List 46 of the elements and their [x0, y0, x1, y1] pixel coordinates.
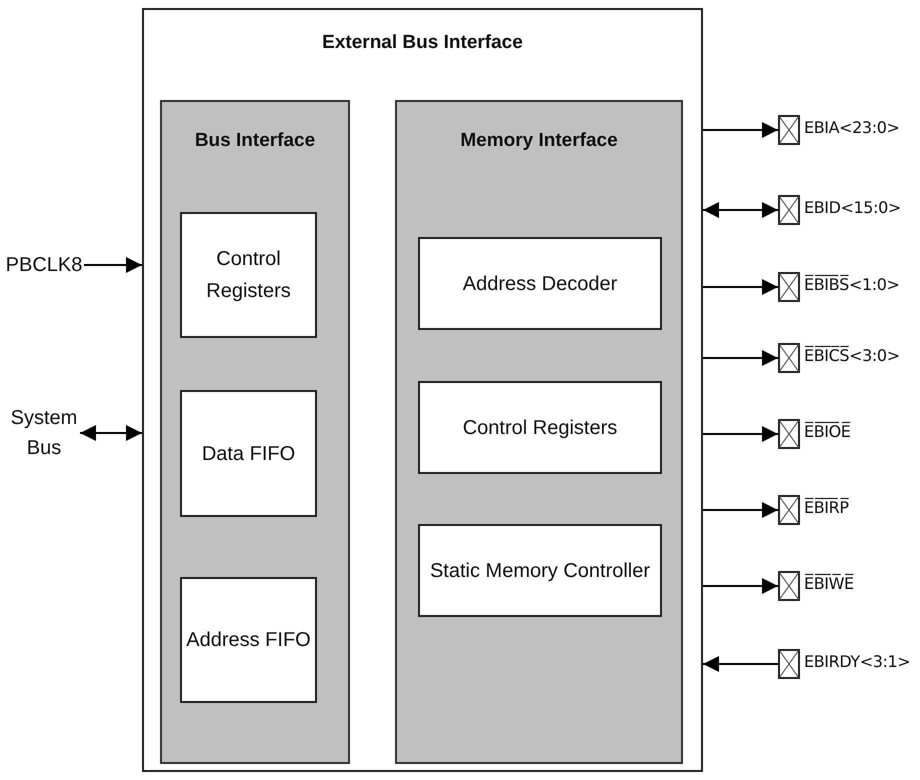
pin-pad-symbol — [778, 649, 800, 679]
signal-label: E̅B̅I̅R̅P̅ — [804, 498, 849, 517]
arrow — [703, 656, 778, 672]
arrow — [703, 279, 778, 295]
arrow — [703, 122, 778, 138]
arrow — [703, 578, 778, 594]
function-box — [418, 524, 662, 617]
signal-label: E̅B̅I̅O̅E̅ — [804, 422, 851, 441]
panel-title: Bus Interface — [194, 130, 316, 152]
function-box — [180, 577, 317, 703]
pin-pad-symbol — [778, 343, 800, 373]
block-title: External Bus Interface — [321, 32, 524, 54]
pin-pad-symbol — [778, 115, 800, 145]
panel-title: Memory Interface — [459, 130, 619, 152]
box-label: Control Registers — [462, 416, 618, 440]
signal-label: E̅B̅I̅W̅E̅ — [804, 574, 854, 593]
box-label: Address FIFO — [186, 628, 311, 653]
box-label: Control Registers — [205, 247, 292, 304]
arrow — [80, 425, 142, 441]
arrow — [703, 350, 778, 366]
function-box — [180, 390, 317, 517]
signal-label: EBIRDY<3:1> — [804, 652, 910, 671]
arrow — [703, 502, 778, 518]
pin-pad-symbol — [778, 495, 800, 525]
box-label: Address Decoder — [462, 272, 618, 296]
sub-block-panel — [395, 100, 683, 764]
arrow — [703, 202, 778, 218]
box-label: Data FIFO — [202, 442, 296, 466]
pin-pad-symbol — [778, 195, 800, 225]
block-frame — [142, 8, 703, 772]
signal-label: EBID<15:0> — [804, 198, 901, 217]
function-box — [418, 237, 662, 330]
box-label: Static Memory Controller — [430, 558, 650, 584]
pin-pad-symbol — [778, 571, 800, 601]
signal-label: E̅B̅I̅C̅S̅<3:0> — [804, 346, 900, 365]
signal-label: System Bus — [10, 406, 78, 461]
arrow — [703, 426, 778, 442]
pin-pad-symbol — [778, 272, 800, 302]
pin-pad-symbol — [778, 419, 800, 449]
sub-block-panel — [160, 100, 350, 764]
arrow — [84, 257, 142, 273]
function-box — [418, 381, 662, 474]
signal-label: EBIA<23:0> — [804, 118, 900, 137]
signal-label: PBCLK8 — [6, 253, 82, 278]
signal-label: E̅B̅I̅B̅S̅<1:0> — [804, 275, 900, 294]
function-box — [180, 212, 317, 338]
